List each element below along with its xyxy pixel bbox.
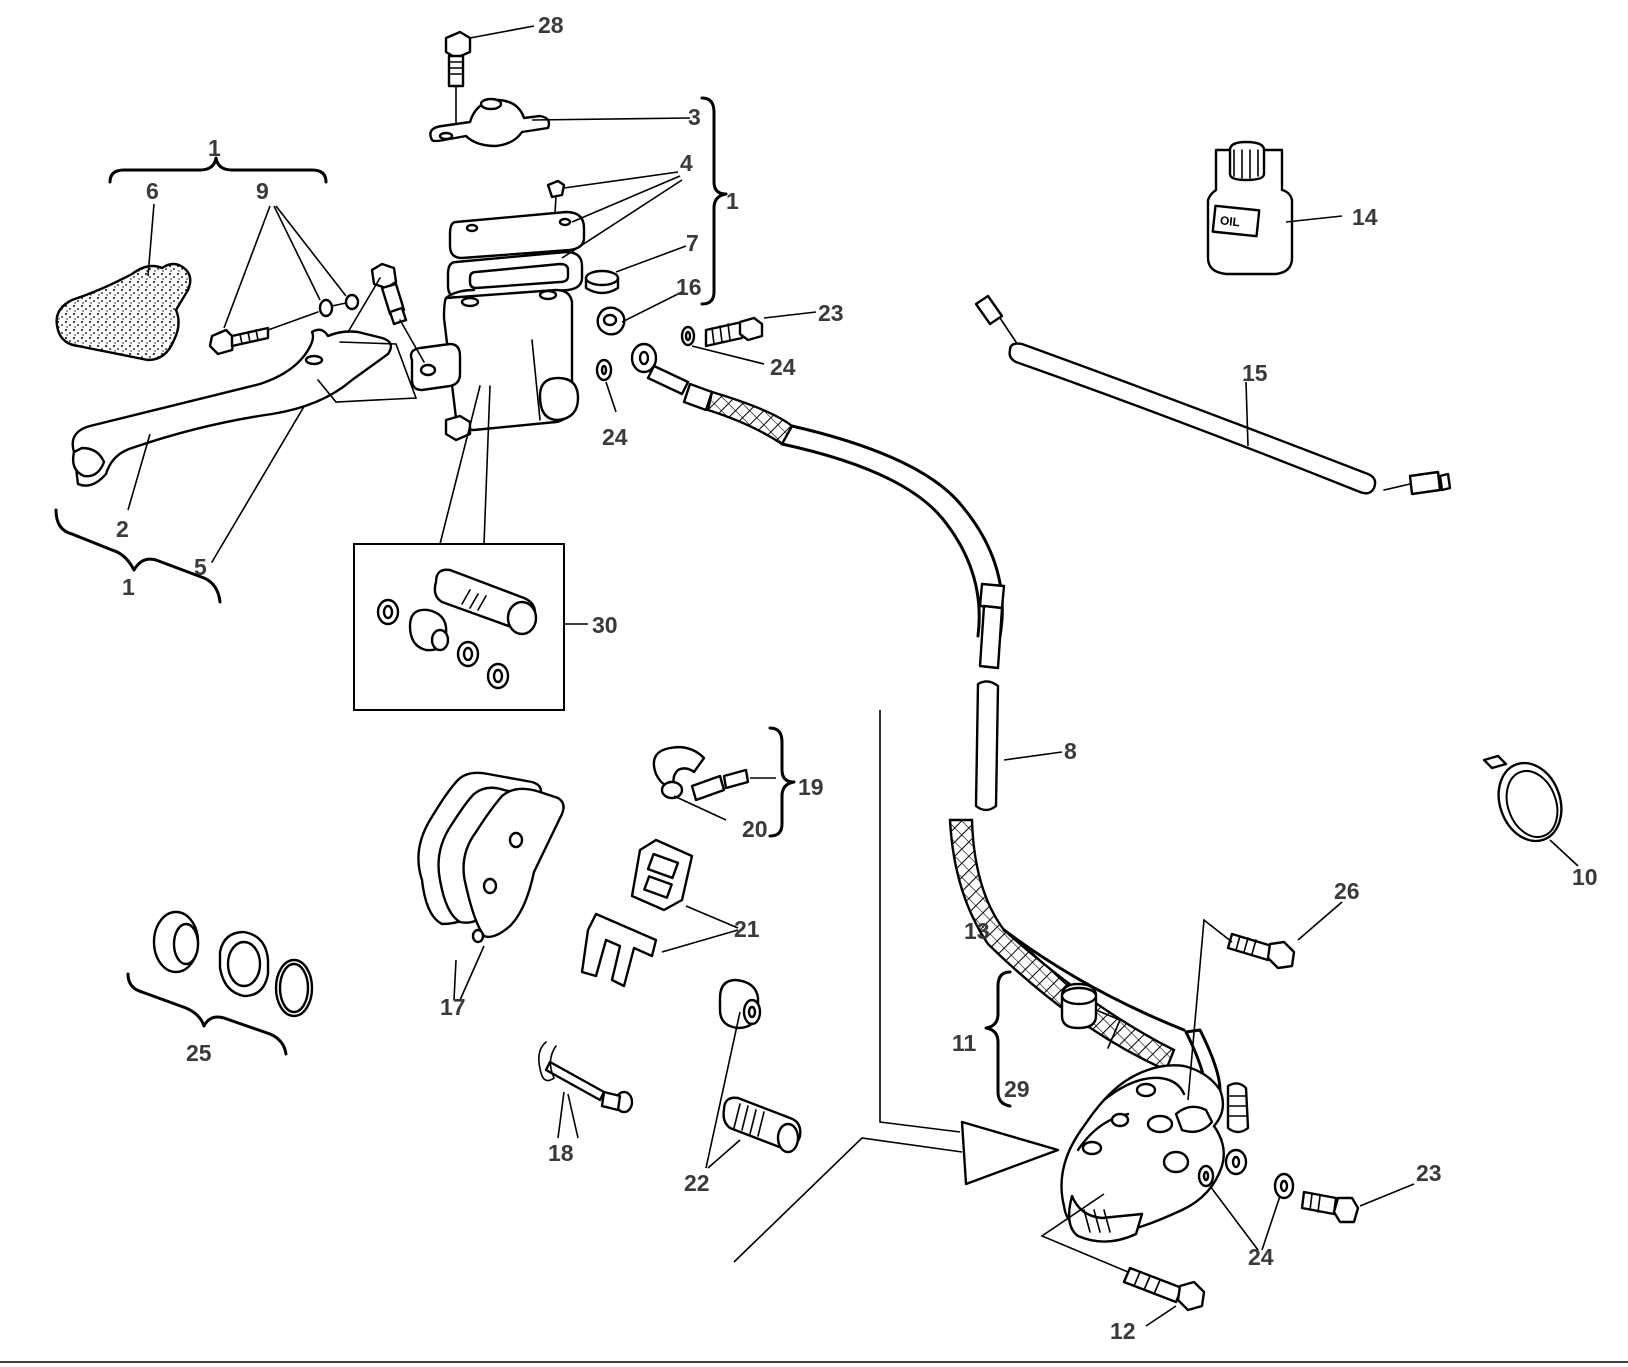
brake-hose-8: [682, 382, 1250, 1176]
bolt-28: [444, 30, 472, 131]
brake-lever-2: [71, 328, 418, 487]
callout-24-b: 24: [602, 424, 628, 450]
callout-20: 20: [742, 816, 768, 842]
brace-top-left: [108, 156, 328, 184]
pad-pin-18: [538, 1041, 634, 1139]
handlebar-clamp-3: [429, 97, 551, 148]
callout-5: 5: [194, 554, 207, 580]
callout-6: 6: [146, 178, 159, 204]
assembly-arrow: [733, 710, 1060, 1263]
callout-28: 28: [538, 12, 564, 38]
callout-15: 15: [1242, 360, 1268, 386]
screw-4: [546, 179, 566, 231]
leader-lines: [127, 25, 1063, 761]
callout-1-right: 1: [726, 188, 739, 214]
callout-26: 26: [1334, 878, 1360, 904]
callout-14: 14: [1352, 204, 1378, 230]
brake-caliper-29: [1060, 1064, 1225, 1243]
reservoir-cover-4: [448, 210, 586, 260]
bottle-label-text: OIL: [1219, 213, 1240, 229]
banjo-fitting: [630, 342, 690, 396]
brake-pads-17: [417, 771, 565, 1001]
callout-22: 22: [684, 1170, 710, 1196]
pad-spring-21-b: [580, 905, 739, 988]
brace-25: [126, 972, 288, 1056]
caliper-bolt-12: [1040, 1193, 1206, 1327]
cap-7: [584, 269, 620, 295]
callout-19: 19: [798, 774, 824, 800]
callout-23-top: 23: [818, 300, 844, 326]
oil-bottle-14: OIL: [1206, 140, 1343, 276]
caliper-seal-kit-25: [152, 910, 314, 1018]
callout-23-bottom: 23: [1416, 1160, 1442, 1186]
bushing-22-a: [718, 978, 762, 1030]
callout-9: 9: [256, 178, 269, 204]
brace-19: [768, 726, 796, 838]
callout-labels: 28 3 4 1 1 6 9 7 16 23 24 24 14 15 2 5 1…: [116, 12, 1598, 1344]
pad-spring-21-a: [630, 838, 694, 912]
callout-25: 25: [186, 1040, 212, 1066]
lever-pivot-5: [211, 262, 425, 563]
lever-screw-9: [208, 293, 360, 356]
callout-8: 8: [1064, 738, 1077, 764]
callout-16: 16: [676, 274, 702, 300]
callout-24-c: 24: [1248, 1244, 1274, 1270]
callout-4: 4: [680, 150, 693, 176]
master-cylinder-body: [409, 288, 580, 545]
callout-29: 29: [1004, 1076, 1030, 1102]
piston-kit-box-30: [353, 543, 588, 711]
callout-24-a: 24: [770, 354, 796, 380]
brace-top-right: [700, 96, 728, 306]
brace-lever: [54, 508, 222, 604]
callout-1-top: 1: [208, 135, 221, 161]
callout-11: 11: [952, 1030, 977, 1056]
washer-24-top: [595, 358, 613, 382]
bush-16: [596, 306, 626, 336]
callout-7: 7: [686, 230, 699, 256]
callout-3: 3: [688, 104, 701, 130]
callout-17: 17: [440, 994, 466, 1020]
callout-30: 30: [592, 612, 618, 638]
callout-13: 13: [964, 918, 990, 944]
hose-clamp-10: [1482, 754, 1579, 867]
diaphragm-4: [446, 250, 584, 300]
banjo-bolt-23-top: [680, 316, 764, 348]
caliper-bolt-26: [1187, 901, 1343, 1101]
callout-2: 2: [116, 516, 129, 542]
bleed-valve-19: [652, 745, 776, 821]
lever-cover-6: [55, 262, 192, 362]
callout-1-bottom: 1: [122, 574, 135, 600]
bushing-22-b: [705, 1011, 802, 1169]
brace-11: [984, 970, 1012, 1108]
bushing-13: [1015, 937, 1122, 1049]
callout-21: 21: [734, 916, 760, 942]
callout-12: 12: [1110, 1318, 1136, 1344]
banjo-bolt-23-bottom: [1197, 1164, 1415, 1251]
stop-switch-cable-15: [974, 294, 1452, 496]
callout-18: 18: [548, 1140, 574, 1166]
callout-10: 10: [1572, 864, 1598, 890]
